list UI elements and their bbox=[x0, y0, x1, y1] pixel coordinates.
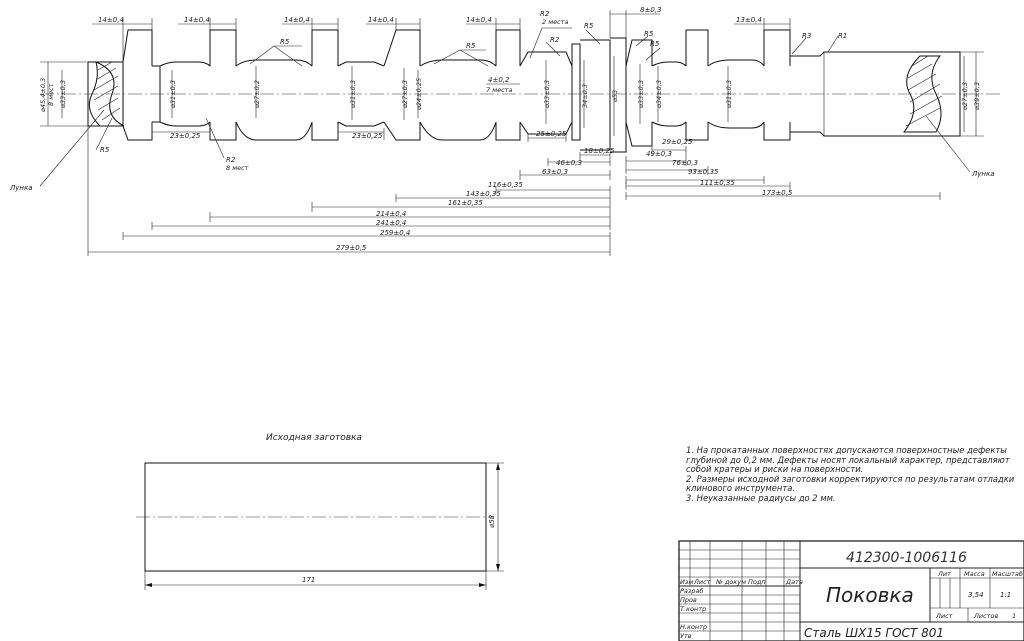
note-1: 1. На прокатанных поверхностях допускают… bbox=[686, 445, 1010, 475]
doc-material: Сталь ШХ15 ГОСТ 801 bbox=[804, 626, 944, 640]
dim-116: 116±0,35 bbox=[488, 181, 523, 189]
dim-93: 93±0,35 bbox=[688, 168, 719, 176]
dim-76: 76±0,3 bbox=[672, 159, 698, 167]
radius-r5-d: R5 bbox=[644, 30, 654, 38]
hdr-mass: Масса bbox=[964, 570, 985, 578]
lunka-left: Лунка bbox=[9, 184, 33, 192]
dim-111: 111±0,35 bbox=[700, 179, 735, 187]
doc-name: Поковка bbox=[826, 583, 914, 607]
dim-63: 63±0,3 bbox=[542, 168, 568, 176]
dim-14-b: 14±0,4 bbox=[184, 16, 210, 24]
diam-2: ⌀27±0,2 bbox=[253, 80, 261, 108]
dim-161: 161±0,35 bbox=[448, 199, 483, 207]
blank-length: 171 bbox=[302, 576, 315, 584]
diam-left-2: 8 мест bbox=[47, 83, 55, 106]
dim-49: 49±0,3 bbox=[646, 150, 672, 158]
dim-46: 46±0,3 bbox=[556, 159, 582, 167]
blank-drawing: Исходная заготовка 171 ⌀58 bbox=[136, 433, 504, 590]
diam-left-1: ⌀45,4±0,3 bbox=[39, 78, 47, 112]
diam-4: ⌀27±0,3 bbox=[401, 80, 409, 108]
col-list: Лист bbox=[693, 578, 711, 586]
section-hatch-left bbox=[88, 61, 125, 127]
radius-r5-c: R5 bbox=[584, 22, 594, 30]
shaft-outline bbox=[87, 29, 961, 153]
section-hatch-right bbox=[902, 55, 943, 133]
dim-14-d: 14±0,4 bbox=[368, 16, 394, 24]
radius-r1: R1 bbox=[838, 32, 847, 40]
note-2: 2. Размеры исходной заготовки корректиру… bbox=[686, 473, 1015, 494]
diam-8: ⌀53 bbox=[611, 90, 619, 102]
radius-r5-e: R5 bbox=[650, 40, 660, 48]
dim-18: 18±0,25 bbox=[584, 147, 615, 155]
diam-right-1: ⌀27±0,3 bbox=[961, 82, 969, 110]
mass-value: 3,54 bbox=[968, 591, 984, 599]
diam-right-2: ⌀39±0,3 bbox=[973, 82, 981, 110]
dim-14-a: 14±0,4 bbox=[98, 16, 124, 24]
dim-259: 259±0,4 bbox=[380, 229, 410, 237]
row-utv: Утв bbox=[680, 632, 692, 640]
blank-diameter: ⌀58 bbox=[488, 514, 496, 528]
dim-173: 173±0,5 bbox=[762, 189, 793, 197]
lunka-right: Лунка bbox=[971, 170, 995, 178]
dim-8: 8±0,3 bbox=[640, 6, 661, 14]
radius-r2-places-low: 8 мест bbox=[226, 164, 249, 172]
hdr-scale: Масштаб bbox=[992, 570, 1023, 578]
sheets-label: Листов bbox=[973, 612, 998, 620]
dim-4: 4±0,2 bbox=[488, 76, 510, 84]
dim-214: 214±0,4 bbox=[376, 210, 406, 218]
diam-11: ⌀31±0,3 bbox=[725, 80, 733, 108]
radius-r5-left: R5 bbox=[100, 146, 110, 154]
diam-3: ⌀31±0,3 bbox=[349, 80, 357, 108]
col-date: Дата bbox=[785, 578, 803, 586]
blank-title: Исходная заготовка bbox=[266, 433, 362, 443]
row-razrab: Разраб bbox=[680, 587, 703, 595]
radius-r2-places: 2 места bbox=[542, 18, 568, 26]
sheets-value: 1 bbox=[1012, 612, 1016, 620]
col-doc: № докум bbox=[715, 578, 746, 586]
diam-6: ⌀33±0,3 bbox=[543, 80, 551, 108]
radius-r5-a: R5 bbox=[280, 38, 290, 46]
dim-143: 143±0,35 bbox=[466, 190, 501, 198]
diam-1: ⌀31±0,3 bbox=[169, 80, 177, 108]
diam-5: ⌀24±0,25 bbox=[415, 78, 423, 110]
diam-left-3: ⌀33±0,3 bbox=[59, 80, 67, 108]
dim-25: 25±0,25 bbox=[536, 130, 567, 138]
dim-4-places: 7 места bbox=[486, 86, 512, 94]
radius-r3: R3 bbox=[802, 32, 811, 40]
diam-10: ⌀34±0,3 bbox=[655, 80, 663, 108]
row-prov: Пров bbox=[680, 596, 697, 604]
col-izm: Изм bbox=[680, 578, 693, 586]
technical-notes: 1. На прокатанных поверхностях допускают… bbox=[686, 445, 1022, 504]
col-sign: Подп bbox=[748, 578, 766, 586]
dim-23-a: 23±0,25 bbox=[170, 132, 201, 140]
scale-value: 1:1 bbox=[1000, 591, 1011, 599]
title-block-texts: 412300-1006116 Поковка Сталь ШХ15 ГОСТ 8… bbox=[680, 550, 1023, 640]
note-3: 3. Неуказанные радиусы до 2 мм. bbox=[686, 492, 836, 503]
row-nkontr: Н.контр bbox=[680, 623, 707, 631]
dim-23-b: 23±0,25 bbox=[352, 132, 383, 140]
dim-14-c: 14±0,4 bbox=[284, 16, 310, 24]
hdr-lit: Лит bbox=[937, 570, 951, 578]
dim-279: 279±0,5 bbox=[336, 244, 367, 252]
dimension-lines bbox=[39, 10, 984, 256]
dim-13: 13±0,4 bbox=[736, 16, 762, 24]
radius-r2-b: R2 bbox=[550, 36, 560, 44]
sheet-label: Лист bbox=[935, 612, 953, 620]
title-block bbox=[678, 540, 1024, 641]
radius-r5-b: R5 bbox=[466, 42, 476, 50]
doc-code: 412300-1006116 bbox=[846, 550, 967, 566]
radius-r2-top: R2 bbox=[540, 10, 550, 18]
radius-r2-low: R2 bbox=[226, 156, 236, 164]
diam-7: 34±0,3 bbox=[581, 84, 589, 108]
dimension-texts: 14±0,4 14±0,4 14±0,4 14±0,4 14±0,4 8±0,3… bbox=[9, 6, 995, 252]
diam-9: ⌀33±0,3 bbox=[637, 80, 645, 108]
row-tkontr: Т.контр bbox=[680, 605, 706, 613]
dim-29: 29±0,25 bbox=[662, 138, 693, 146]
dim-14-e: 14±0,4 bbox=[466, 16, 492, 24]
dim-241: 241±0,4 bbox=[376, 219, 406, 227]
